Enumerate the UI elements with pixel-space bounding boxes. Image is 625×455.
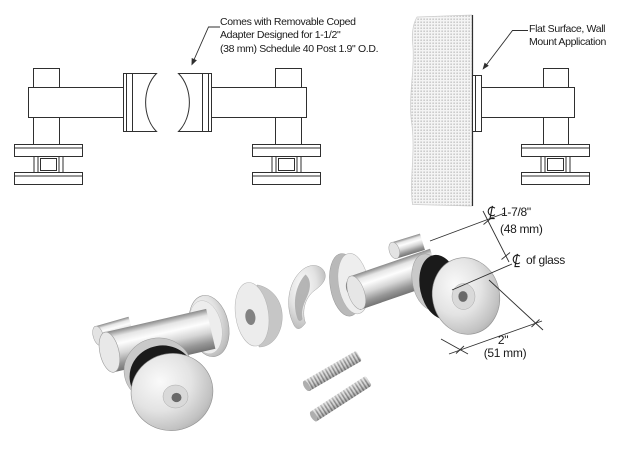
right-fitting-drawing [178, 68, 321, 185]
dimension-glass-centerline-label: of glass [526, 253, 565, 267]
dimension-diameter-value: 2" [497, 333, 509, 347]
threaded-studs-photo [302, 351, 372, 422]
dimension-glass-centerline: of glass [511, 253, 565, 268]
wall-mount-fitting-drawing [472, 68, 590, 185]
wall-mount-leader [482, 30, 528, 70]
right-fitting-photo [329, 233, 501, 335]
wall-mount-note: Flat Surface, Wall Mount Application [529, 23, 606, 50]
centerline-icon [487, 205, 496, 220]
coped-adapter-note-line3: (38 mm) Schedule 40 Post 1.9" O.D. [220, 42, 379, 55]
wall-mount-note-line2: Mount Application [529, 36, 606, 49]
dimension-diameter-metric: (51 mm) [483, 346, 527, 360]
wall-hatch [410, 14, 474, 207]
coped-adapter-note-line2: Adapter Designed for 1-1/2" [220, 29, 341, 42]
left-fitting-photo [92, 295, 230, 431]
dimension-post-to-glass: 1-7/8" [486, 205, 531, 220]
coped-adapter-leader [191, 26, 220, 66]
coped-adapter-parts-photo [234, 265, 326, 348]
dimension-post-to-glass-value: 1-7/8" [501, 205, 531, 219]
coped-adapter-note-line1: Comes with Removable Coped [220, 16, 356, 28]
left-fitting-drawing [14, 68, 158, 185]
centerline-icon [512, 253, 521, 268]
coped-adapter-note: Comes with Removable Coped Adapter Desig… [220, 16, 379, 56]
wall-mount-note-line1: Flat Surface, Wall [529, 23, 606, 35]
dimension-post-to-glass-metric: (48 mm) [500, 222, 543, 236]
